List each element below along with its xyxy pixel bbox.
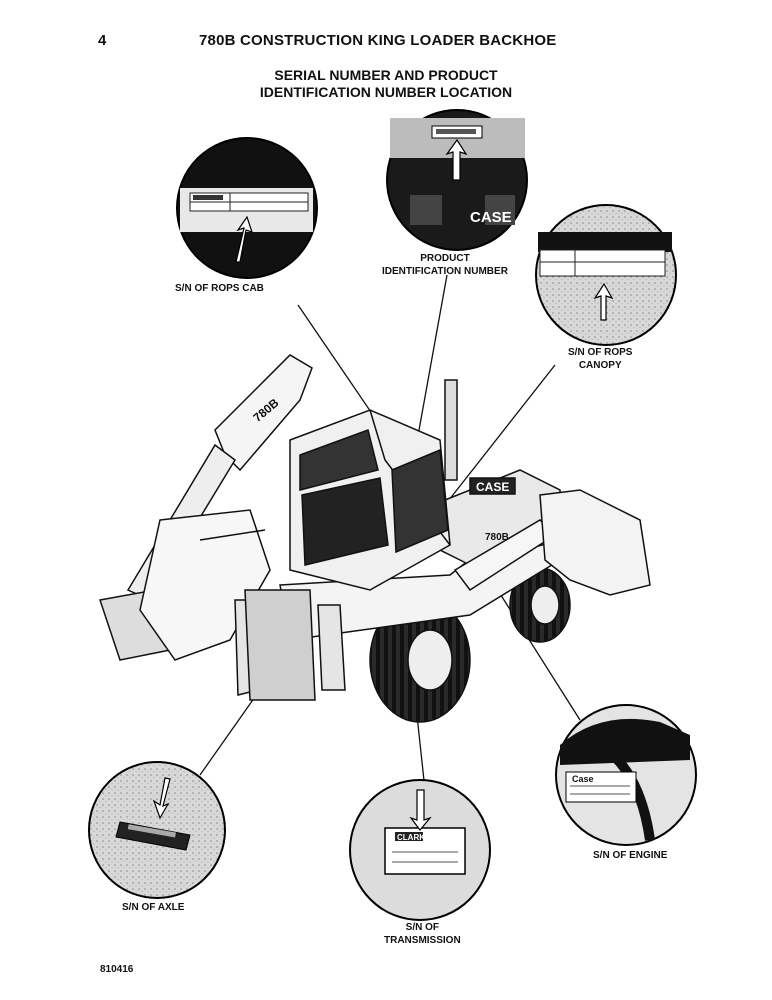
engine-plate-text: Case — [572, 774, 594, 784]
detail-rops-cab — [176, 137, 318, 279]
document-title: 780B CONSTRUCTION KING LOADER BACKHOE — [199, 32, 557, 49]
label-transmission-line-2: TRANSMISSION — [384, 935, 461, 946]
page-number: 4 — [98, 32, 107, 49]
label-rops-canopy-line-2: CANOPY — [578, 360, 622, 371]
label-engine: S/N OF ENGINE — [593, 850, 668, 861]
title-line-1: SERIAL NUMBER AND PRODUCT — [274, 67, 498, 83]
figure-title: SERIAL NUMBER AND PRODUCT IDENTIFICATION… — [0, 67, 772, 101]
label-axle: S/N OF AXLE — [122, 902, 185, 913]
label-product-id-line-2: IDENTIFICATION NUMBER — [382, 266, 508, 277]
label-rops-canopy: S/N OF ROPS CANOPY — [568, 346, 632, 372]
label-product-id-line-1: PRODUCT — [420, 253, 470, 264]
figure-code: 810416 — [100, 964, 134, 975]
pin-hood-logo: CASE — [470, 209, 512, 226]
label-transmission-line-1: S/N OF — [405, 922, 439, 933]
detail-engine: Case — [555, 704, 697, 846]
title-line-2: IDENTIFICATION NUMBER LOCATION — [259, 84, 513, 100]
label-transmission: S/N OF TRANSMISSION — [384, 921, 461, 947]
transmission-plate-text: CLARK — [397, 833, 425, 842]
detail-rops-canopy — [535, 204, 677, 346]
detail-pin: CASE — [386, 109, 528, 251]
detail-transmission: CLARK — [349, 779, 491, 921]
hood-logo: CASE — [476, 480, 509, 494]
detail-axle — [88, 761, 226, 899]
label-product-id: PRODUCT IDENTIFICATION NUMBER — [382, 252, 508, 278]
label-rops-cab: S/N OF ROPS CAB — [175, 283, 264, 294]
loader-arm-label: 780B — [485, 532, 509, 543]
label-rops-canopy-line-1: S/N OF ROPS — [568, 347, 633, 358]
backhoe-machine: CASE 780B 780B — [99, 354, 651, 723]
